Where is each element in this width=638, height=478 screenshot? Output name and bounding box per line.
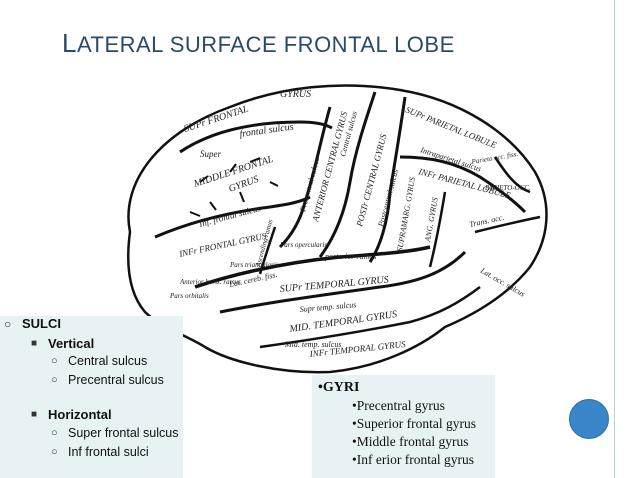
label-supramarg-gyrus: SUPRAMARG. GYRUS — [395, 176, 417, 252]
sulci-panel — [0, 316, 183, 478]
label-parieto-occ-fiss: Parieto occ. fiss. — [470, 150, 519, 166]
label-supr-parietal-lobule: SUPr PARIETAL LOBULE — [404, 105, 498, 151]
label-pars-opercularis: Pars opercularis — [279, 241, 327, 249]
superior-frontal-sulcus-line — [179, 120, 333, 154]
right-border-line — [614, 0, 615, 478]
bullet-ring-icon: ○ — [4, 317, 12, 331]
label-super: Super — [200, 149, 221, 159]
label-parieto-occ: PARIETO-OCC. — [484, 184, 531, 192]
sulci-vertical-item: Precentral sulcus — [68, 373, 164, 387]
label-postcentral-sulcus: Postcentral sulcus — [376, 168, 400, 228]
bullet-ring-icon: ○ — [51, 427, 58, 439]
bullet-ring-icon: ○ — [51, 374, 58, 386]
middle-temporal-sulcus-line — [259, 285, 481, 349]
bullet-ring-icon: ○ — [51, 355, 58, 367]
label-anterior-horiz-ramus: Anterior horiz. ramus — [179, 278, 241, 286]
bullet-ring-icon: ○ — [51, 446, 58, 458]
sulci-horizontal-label: Horizontal — [48, 407, 112, 422]
label-supr-temp-sulcus: Supr temp. sulcus — [299, 300, 356, 314]
gyri-item: •Precentral gyrus — [352, 398, 445, 413]
parieto-occipital-line — [493, 156, 531, 194]
postcentral-sulcus-line — [368, 96, 407, 263]
gyri-panel — [312, 375, 495, 478]
slide-title: LATERAL SURFACE FRONTAL LOBE — [62, 28, 455, 59]
lateral-fissure-line — [194, 245, 431, 289]
label-gyrus-top: GYRUS — [280, 89, 311, 100]
frontal-dimple-lines — [189, 157, 279, 217]
brain-outline — [127, 84, 548, 374]
sulci-horizontal-item: Inf frontal sulci — [68, 445, 149, 459]
gyri-item: •Superior frontal gyrus — [352, 416, 476, 431]
ascending-ramus-line — [258, 226, 277, 275]
gyri-item: •Inf erior frontal gyrus — [352, 452, 475, 467]
angular-sulcus-line — [428, 191, 447, 268]
bullet-square-icon: ■ — [31, 409, 38, 420]
brain-lateral-diagram: GYRUS SUPr FRONTAL frontal sulcus Super … — [127, 84, 548, 374]
title-rest: ATERAL SURFACE FRONTAL LOBE — [76, 32, 455, 57]
central-sulcus-line — [318, 91, 377, 258]
label-infr-frontal-gyrus: INFr FRONTAL GYRUS — [177, 231, 267, 260]
gyri-heading: •GYRI — [318, 380, 360, 395]
sulci-vertical-label: Vertical — [48, 336, 95, 351]
bullet-square-icon: ■ — [31, 338, 38, 349]
label-pars-triangularis: Pars triangularis — [229, 261, 279, 269]
label-posterior-ramus: posterior ramus — [324, 252, 376, 261]
precentral-sulcus-line — [278, 106, 332, 249]
transverse-occipital-line — [474, 215, 541, 234]
superior-temporal-sulcus-line — [219, 250, 467, 314]
intraparietal-sulcus-line — [399, 155, 527, 214]
decorative-circle — [569, 399, 609, 439]
label-frontal-sulcus: frontal sulcus — [239, 121, 294, 139]
label-lat-cereb-fiss: Lat. cereb. fiss. — [228, 270, 279, 289]
sulci-horizontal-item: Super frontal sulcus — [68, 426, 179, 440]
title-first-letter: L — [62, 28, 77, 58]
label-inf-frontal-sulcus: Inf. frontal sulcus — [197, 203, 262, 229]
inferior-frontal-sulcus-line — [154, 195, 311, 239]
label-pars-orbitalis: Pars orbitalis — [169, 292, 209, 300]
label-mid-temp-sulcus: Mid. temp. sulcus — [284, 340, 341, 349]
sulci-vertical-item: Central sulcus — [68, 354, 148, 368]
gyri-item: •Middle frontal gyrus — [352, 434, 469, 449]
label-supr-temporal-gyrus: SUPr TEMPORAL GYRUS — [279, 275, 389, 295]
sulci-heading: SULCI — [22, 316, 61, 331]
